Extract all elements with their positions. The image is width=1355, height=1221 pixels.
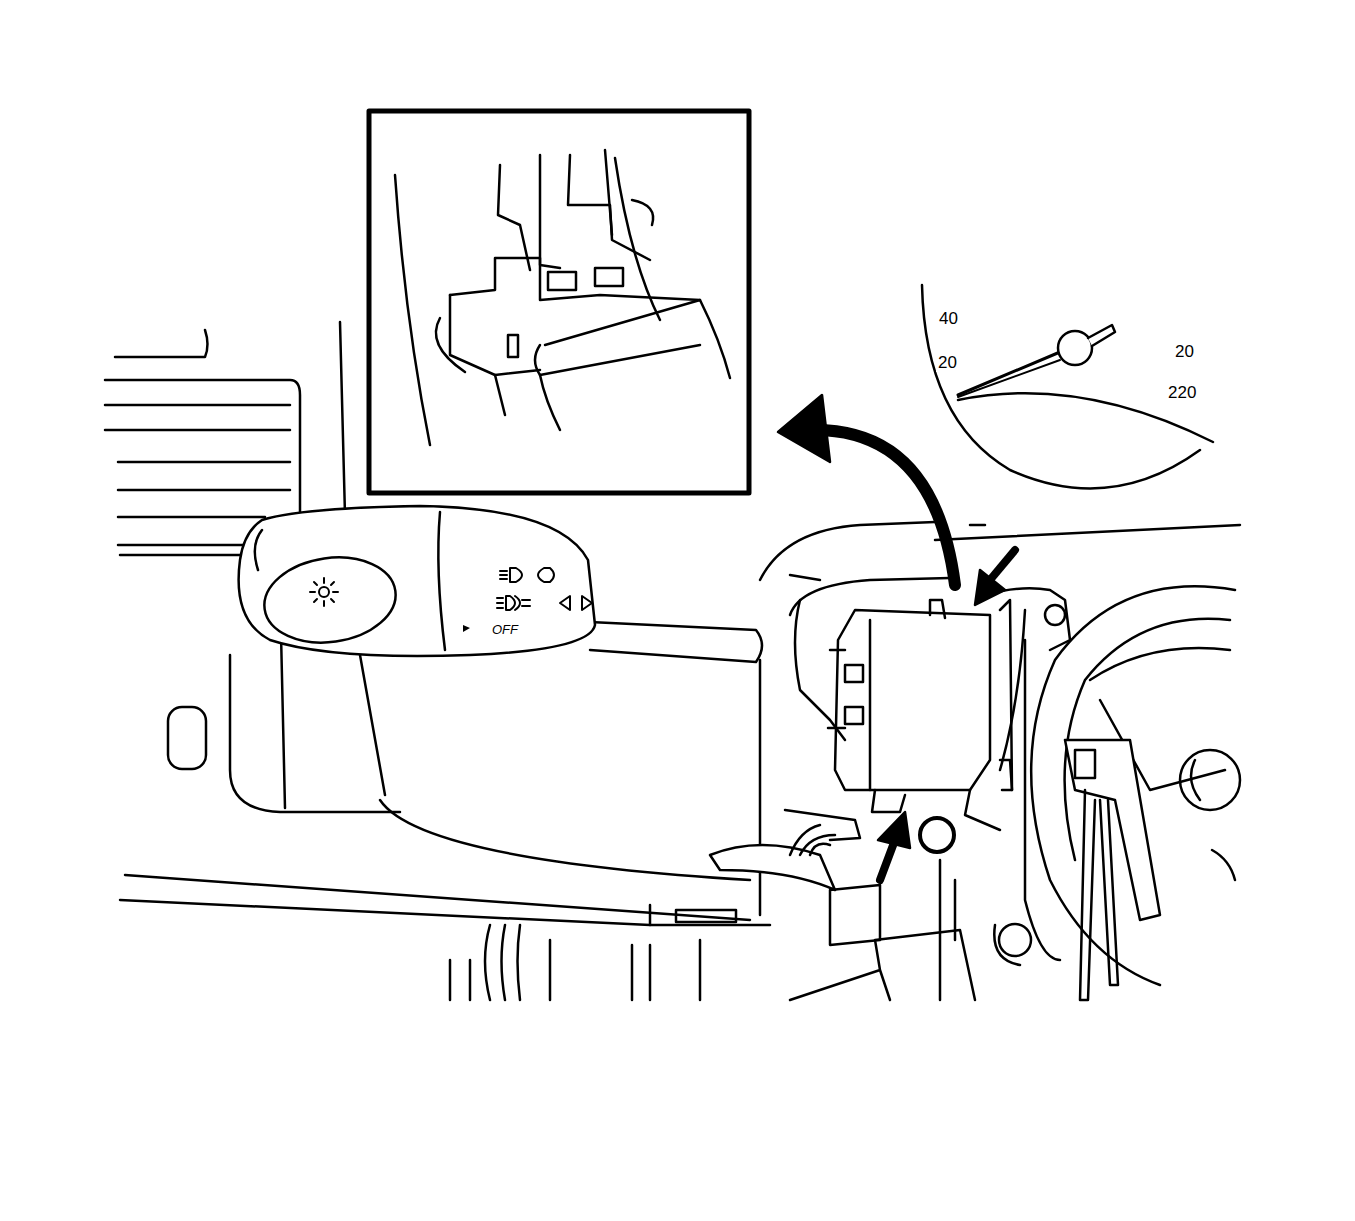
- push-arrows: [878, 550, 1015, 880]
- dial-number: 20: [936, 353, 959, 372]
- dial-number: 20: [1173, 342, 1196, 361]
- dial-number: 220: [1166, 383, 1198, 402]
- air-vent: [105, 330, 300, 545]
- switch-module: [710, 522, 1070, 1000]
- dial-number: 40: [937, 309, 960, 328]
- clock-spring: [1000, 586, 1240, 1000]
- detail-inset: [369, 111, 749, 493]
- light-switch-stalk: [239, 506, 762, 662]
- curved-arrow-head: [778, 395, 830, 462]
- speedometer: [922, 285, 1213, 488]
- switch-position-label: OFF: [490, 622, 520, 637]
- dashboard-trim: [120, 322, 1240, 1000]
- curved-arrow: [815, 430, 955, 585]
- inset-detail-lines: [395, 150, 730, 445]
